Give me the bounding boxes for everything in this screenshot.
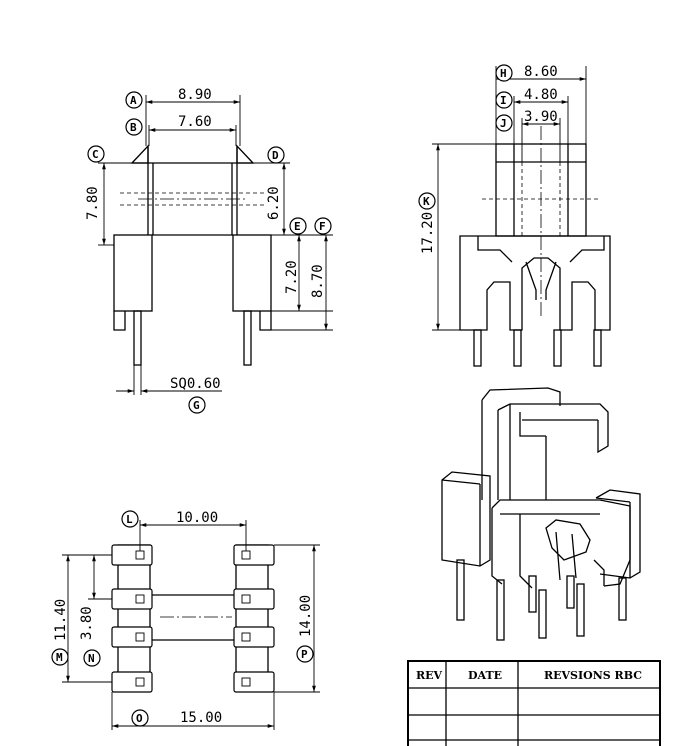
svg-text:B: B [130, 121, 137, 134]
dim-8-90: 8.90 [178, 87, 212, 103]
pad-column-right [233, 544, 275, 693]
dim-8-70: 8.70 [310, 264, 326, 298]
dim-7-80: 7.80 [85, 186, 101, 220]
svg-text:L: L [126, 513, 133, 526]
dim-3-90: 3.90 [524, 109, 558, 125]
svg-text:I: I [500, 94, 507, 107]
balloon-o: O [131, 709, 149, 727]
svg-text:D: D [272, 149, 279, 162]
table-header-date: DATE [468, 669, 502, 682]
balloon-f: F [314, 217, 332, 235]
svg-text:N: N [88, 652, 95, 665]
dim-17-20: 17.20 [420, 212, 436, 254]
balloon-c: C [87, 145, 105, 163]
balloon-k: K [418, 192, 436, 210]
isometric-view [441, 387, 641, 641]
dim-10-00: 10.00 [176, 510, 218, 526]
svg-text:H: H [500, 67, 507, 80]
dim-11-40: 11.40 [53, 599, 69, 641]
svg-text:A: A [130, 94, 137, 107]
dim-7-20: 7.20 [284, 260, 300, 294]
balloon-h: H [495, 64, 513, 82]
pad-column-left [111, 544, 153, 693]
table-header-revisions: REVSIONS RBC [544, 669, 642, 682]
balloon-b: B [125, 118, 143, 136]
dim-3-80: 3.80 [79, 606, 95, 640]
balloon-m: M [51, 648, 69, 666]
dim-8-60: 8.60 [524, 64, 558, 80]
dim-14-00: 14.00 [298, 595, 314, 637]
balloon-e: E [289, 217, 307, 235]
svg-text:P: P [301, 648, 308, 661]
svg-text:M: M [56, 651, 63, 664]
balloon-i: I [495, 91, 513, 109]
dim-7-60: 7.60 [178, 114, 212, 130]
balloon-g: G [188, 396, 206, 414]
svg-text:J: J [500, 117, 507, 130]
svg-text:C: C [92, 148, 99, 161]
dim-4-80: 4.80 [524, 87, 558, 103]
dim-15-00: 15.00 [180, 710, 222, 726]
table-header-rev: REV [416, 669, 443, 682]
dim-sq-0-60: SQ0.60 [170, 376, 221, 392]
bottom-view: 10.00 15.00 14.00 11.40 3.80 L M N O P [51, 510, 320, 730]
balloon-j: J [495, 114, 513, 132]
svg-text:G: G [193, 399, 200, 412]
balloon-d: D [267, 146, 285, 164]
balloon-p: P [296, 645, 314, 663]
balloon-n: N [83, 649, 101, 667]
balloon-l: L [121, 510, 139, 528]
front-view: 8.90 7.60 7.80 6.20 7.20 8.70 SQ0.60 A [85, 87, 333, 414]
svg-text:E: E [294, 220, 301, 233]
svg-text:O: O [136, 712, 143, 725]
dim-6-20: 6.20 [266, 186, 282, 220]
balloon-a: A [125, 91, 143, 109]
side-view: 8.60 4.80 3.90 17.20 H I J K [418, 64, 611, 367]
svg-text:F: F [319, 220, 326, 233]
svg-text:K: K [423, 195, 430, 208]
revision-table: REV DATE REVSIONS RBC [407, 660, 661, 746]
